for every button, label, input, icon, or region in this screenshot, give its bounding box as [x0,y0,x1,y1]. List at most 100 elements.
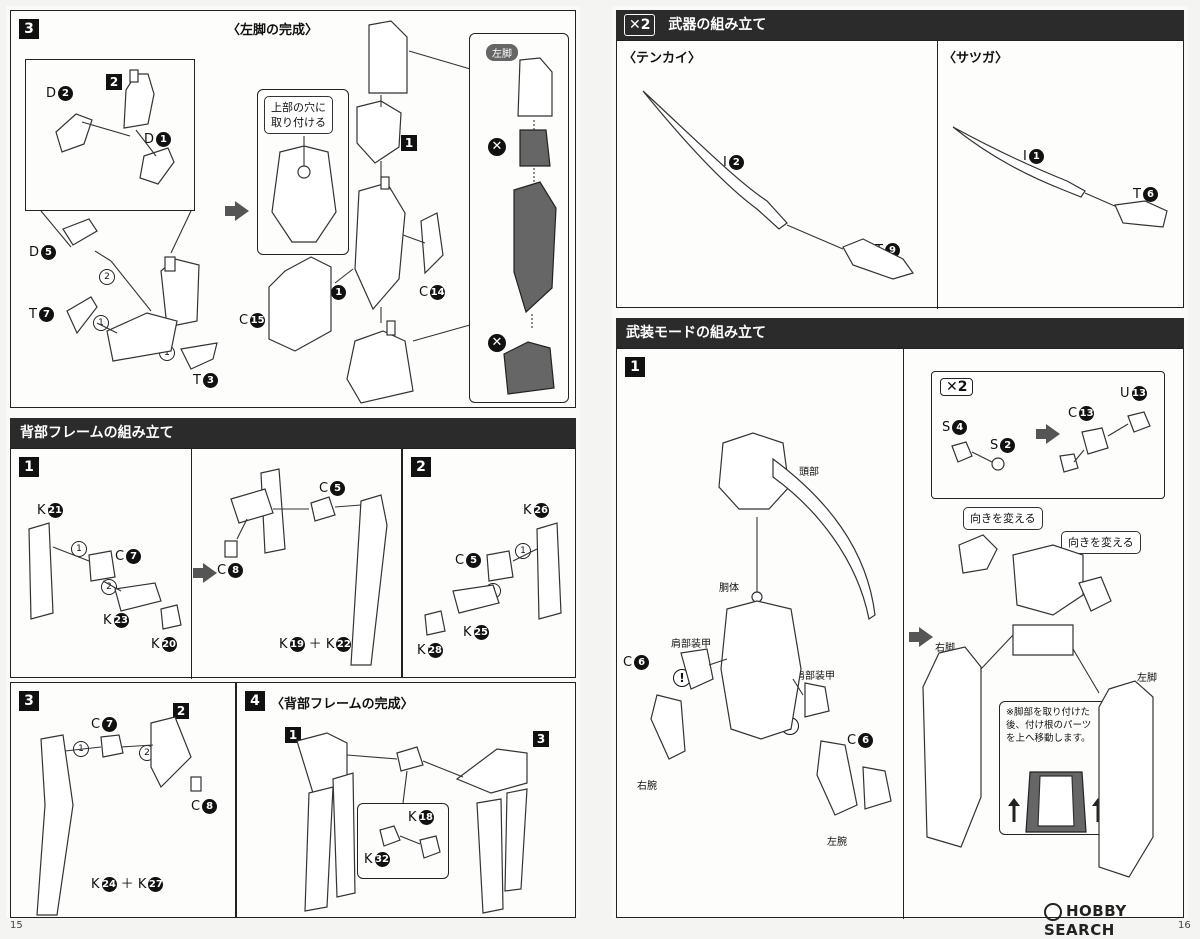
step-number: 1 [401,135,417,151]
weapons-panel: 〈テンカイ〉 〈サツガ〉 I2 T9 I1 T6 [616,40,1184,309]
joint-drawing [379,825,441,859]
leg-note-box: ※脚部を取り付けた 後、付け根のパーツ を上へ移動します。 [999,701,1111,835]
x2-badge: ✕2 [940,378,974,396]
watermark: HOBBY SEARCH [1044,902,1188,939]
note-line: を上へ移動します。 [1006,733,1091,744]
step-number: 3 [19,691,39,711]
left-leg-heading: 〈左脚の完成〉 [227,23,319,38]
label-torso: 胴体 [719,583,739,594]
order-marker: 2 [101,579,117,595]
armed-mode-title-bar: 武装モードの組み立て [616,318,1184,348]
step-ref: 3 [533,731,549,747]
page-number: 16 [1178,920,1191,931]
note-line: 取り付ける [271,116,326,129]
full-leg-drawing [268,20,478,404]
section-divider [191,449,192,679]
next-step-arrow [225,201,249,221]
complete-frame-drawing [296,732,528,914]
step-number: 1 [625,357,645,377]
side-label: 左脚 [486,44,518,61]
tenkai-heading: 〈テンカイ〉 [623,51,702,66]
leg-note: ※脚部を取り付けた 後、付け根のパーツ を上へ移動します。 [1006,706,1091,745]
sub-step-number: 2 [106,74,122,90]
next-step-arrow [193,563,217,583]
satsuga-heading: 〈サツガ〉 [943,51,1009,66]
sub-assembly-drawing [55,69,175,185]
step-number: 2 [411,457,431,477]
label-head: 頭部 [799,467,819,478]
back-frame-step2-panel: 2 K26 C5 K25 K28 1 2 [402,448,576,678]
page-number: 15 [10,920,23,931]
step-number: 4 [245,691,265,711]
order-marker: 1 [71,541,87,557]
section-divider [903,349,904,919]
x-mark-icon: ✕ [488,138,506,156]
back-frame-complete-heading: 〈背部フレームの完成〉 [271,697,414,712]
note-line: 後、付け根のパーツ [1006,720,1092,731]
back-frame-title-bar: 背部フレームの組み立て [10,418,576,448]
next-step-arrow [1036,424,1060,444]
label-shoulder-armor-left: 肩部装甲 [671,639,711,650]
satsuga-sword-drawing [952,126,1168,228]
step-ref: 1 [285,727,301,743]
order-marker: 2 [99,269,115,285]
turn-note-left: 向きを変える [963,507,1043,530]
reference-drawing [503,57,557,395]
armed-mode-panel: 1 頭部 胴体 肩部装甲 肩部装甲 右腕 左腕 C6 C6 ! ! [616,348,1184,919]
step-number: 3 [19,19,39,39]
step1-drawing [28,522,182,630]
label-right-arm: 右腕 [637,781,657,792]
sub-step-number: 2 [173,703,189,719]
figure-assembly-drawing [650,432,892,816]
leg-assembly-drawing [62,218,218,370]
left-leg-reference-box: 左脚 ✕ ✕ [469,33,569,403]
step-number: 1 [19,457,39,477]
label-left-leg: 左脚 [1137,673,1157,684]
weapons-title: 武器の組み立て [668,17,767,33]
tenkai-sword-drawing [642,90,914,280]
step1-assembly-drawing [224,468,388,666]
callout-lines [40,210,192,254]
watermark-logo-icon [1044,902,1062,921]
label-left-arm: 左腕 [827,837,847,848]
next-step-arrow [909,627,933,647]
label-right-leg: 右脚 [935,643,955,654]
